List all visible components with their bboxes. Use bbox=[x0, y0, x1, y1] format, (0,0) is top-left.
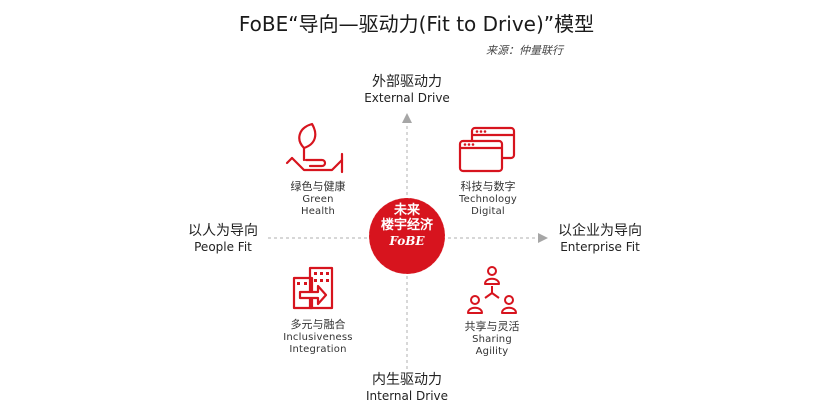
axis-top-zh: 外部驱动力 bbox=[372, 74, 442, 90]
quadrant-inclusive-en1: Inclusiveness bbox=[283, 332, 353, 343]
axis-left-en: People Fit bbox=[194, 240, 252, 254]
axis-top-en: External Drive bbox=[364, 91, 450, 105]
quadrant-inclusive-zh: 多元与融合 bbox=[290, 318, 346, 331]
quadrant-sharing-en1: Sharing bbox=[472, 334, 512, 345]
seal-line-3: FoBE bbox=[389, 234, 425, 248]
seal-text: 未来 楼宇经济 FoBE bbox=[370, 203, 444, 249]
quadrant-green-en2: Health bbox=[300, 206, 336, 217]
seal-line-1: 未来 bbox=[393, 203, 420, 218]
axis-right-label: 以企业为导向 Enterprise Fit bbox=[550, 223, 650, 254]
quadrant-tech-zh: 科技与数字 bbox=[460, 180, 516, 193]
diagram-title: FoBE“导向—驱动力(Fit to Drive)”模型 bbox=[238, 12, 595, 36]
axis-left-label: 以人为导向 People Fit bbox=[178, 223, 268, 254]
seal-line-2: 楼宇经济 bbox=[380, 218, 433, 233]
people-network-icon bbox=[467, 266, 517, 314]
quadrant-green-health: 绿色与健康 Green Health bbox=[278, 180, 358, 218]
building-arrow-icon bbox=[292, 266, 334, 310]
axis-left-zh: 以人为导向 bbox=[188, 223, 258, 239]
quadrant-inclusive-en2: Integration bbox=[289, 344, 347, 355]
quadrant-tech-en2: Digital bbox=[471, 206, 505, 217]
quadrant-green-en1: Green bbox=[302, 194, 334, 205]
browser-windows-icon bbox=[458, 126, 516, 173]
quadrant-sharing-zh: 共享与灵活 bbox=[464, 320, 520, 333]
quadrant-sharing-en2: Agility bbox=[475, 346, 509, 357]
axis-bottom-zh: 内生驱动力 bbox=[372, 372, 442, 388]
axis-right-zh: 以企业为导向 bbox=[558, 223, 642, 239]
quadrant-inclusiveness-integration: 多元与融合 Inclusiveness Integration bbox=[273, 318, 363, 356]
axis-bottom-label: 内生驱动力 Internal Drive bbox=[357, 372, 457, 403]
quadrant-technology-digital: 科技与数字 Technology Digital bbox=[446, 180, 530, 218]
source-note: 来源：仲量联行 bbox=[486, 44, 563, 57]
quadrant-green-zh: 绿色与健康 bbox=[290, 180, 346, 193]
axis-right-en: Enterprise Fit bbox=[560, 240, 640, 254]
quadrant-tech-en1: Technology bbox=[458, 194, 517, 205]
arrow-up-icon bbox=[402, 113, 412, 123]
arrow-right-icon bbox=[538, 233, 548, 243]
hand-plant-icon bbox=[285, 122, 344, 174]
fobe-seal bbox=[369, 198, 445, 274]
quadrant-sharing-agility: 共享与灵活 Sharing Agility bbox=[452, 320, 532, 358]
axis-top-label: 外部驱动力 External Drive bbox=[357, 74, 457, 105]
axis-bottom-en: Internal Drive bbox=[365, 389, 449, 403]
